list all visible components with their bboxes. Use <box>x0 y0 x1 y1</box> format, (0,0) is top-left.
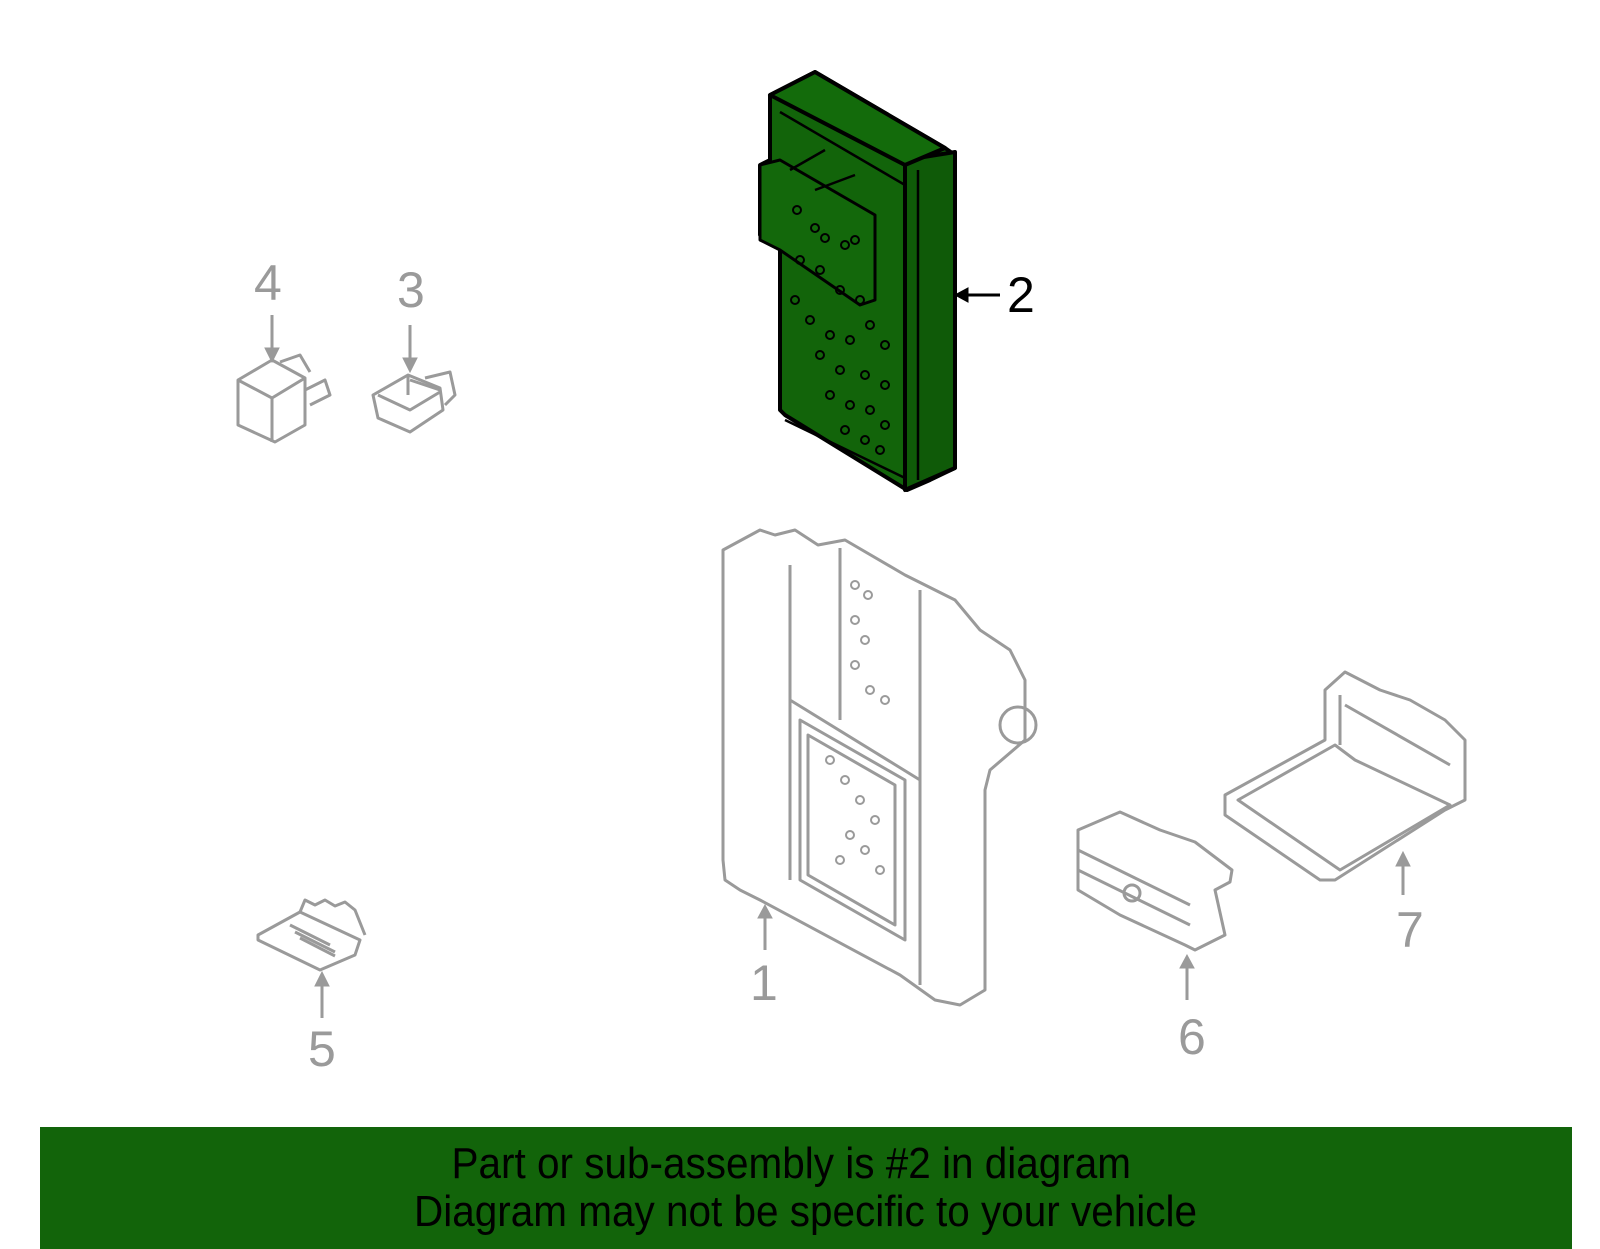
part-3-arrow <box>402 325 418 374</box>
part-6-arrow <box>1179 953 1195 1000</box>
part-1-arrow <box>757 903 773 950</box>
callout-label-5[interactable]: 5 <box>308 1021 336 1077</box>
part-4-relay[interactable] <box>236 353 332 444</box>
part-7-arrow <box>1395 850 1411 895</box>
banner-disclaimer: Diagram may not be specific to your vehi… <box>414 1187 1198 1236</box>
part-2-arrow <box>953 287 1000 303</box>
part-3-relay[interactable] <box>371 370 457 434</box>
part-6-connector[interactable] <box>1076 810 1234 952</box>
callout-label-7[interactable]: 7 <box>1396 902 1424 958</box>
part-2-module[interactable] <box>758 70 957 492</box>
callout-label-1[interactable]: 1 <box>750 955 778 1011</box>
callout-label-6[interactable]: 6 <box>1178 1009 1206 1065</box>
part-5-arrow <box>314 970 330 1018</box>
callout-label-2[interactable]: 2 <box>1007 267 1035 323</box>
banner-part-note: Part or sub-assembly is #2 in diagram <box>451 1139 1131 1188</box>
callout-label-3[interactable]: 3 <box>397 262 425 318</box>
part-4-arrow <box>264 315 280 364</box>
part-7-bracket[interactable] <box>1223 670 1467 882</box>
part-5-fuse[interactable] <box>256 898 367 972</box>
info-banner: Part or sub-assembly is #2 in diagram Di… <box>40 1127 1572 1249</box>
callout-label-4[interactable]: 4 <box>254 255 282 311</box>
part-1-housing[interactable] <box>721 528 1038 1007</box>
